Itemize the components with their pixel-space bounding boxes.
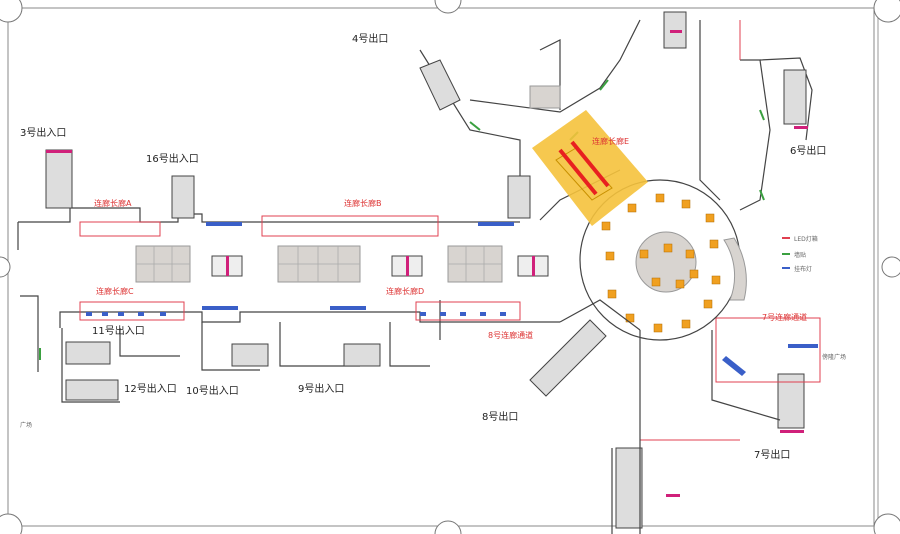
corner-tl xyxy=(0,0,23,23)
corridor-walls xyxy=(17,207,560,403)
ad-zones xyxy=(79,20,821,441)
wall-stickers xyxy=(39,79,765,360)
ticket-areas xyxy=(135,85,561,283)
exit-12-label: 12号出入口 xyxy=(124,384,177,395)
legend-led: LED灯箱 xyxy=(794,236,818,243)
highlight-bars xyxy=(558,140,610,196)
exit-16-label: 16号出入口 xyxy=(146,154,199,165)
exit-11-label: 11号出入口 xyxy=(92,326,145,337)
exit-8-label: 8号出口 xyxy=(482,412,519,423)
zone-b-label: 连廊长廊B xyxy=(344,199,382,208)
zone-7-label: 7号连廊通道 xyxy=(762,313,808,322)
plaza-label: 广场 xyxy=(20,422,33,429)
central-hall-pillar xyxy=(635,231,697,293)
exit-3-label: 3号出入口 xyxy=(20,128,67,139)
exit-9-label: 9号出入口 xyxy=(298,384,345,395)
light-boxes xyxy=(86,222,818,376)
legend-wall: 墙贴 xyxy=(794,252,807,259)
column-ads xyxy=(601,193,721,333)
fare-gates xyxy=(211,255,549,277)
escalators xyxy=(45,11,807,529)
zone-a-label: 连廊长廊A xyxy=(94,199,132,208)
legend-marks xyxy=(782,237,790,269)
zone-e-label: 连廊长廊E xyxy=(592,137,630,146)
zone-d-label: 连廊长廊D xyxy=(386,287,425,296)
exit-10-label: 10号出入口 xyxy=(186,386,239,397)
exit-6-label: 6号出口 xyxy=(790,146,827,157)
zone-c-label: 连廊长廊C xyxy=(96,287,134,296)
zone-8-label: 8号连廊通道 xyxy=(488,331,534,340)
legend-banner: 挂布灯 xyxy=(794,266,813,273)
exit-7-label: 7号出口 xyxy=(754,450,791,461)
highlight-zone xyxy=(532,110,648,226)
dong-plaza-label: 傍隆广场 xyxy=(822,354,847,361)
exit-4-label: 4号出口 xyxy=(352,34,389,45)
